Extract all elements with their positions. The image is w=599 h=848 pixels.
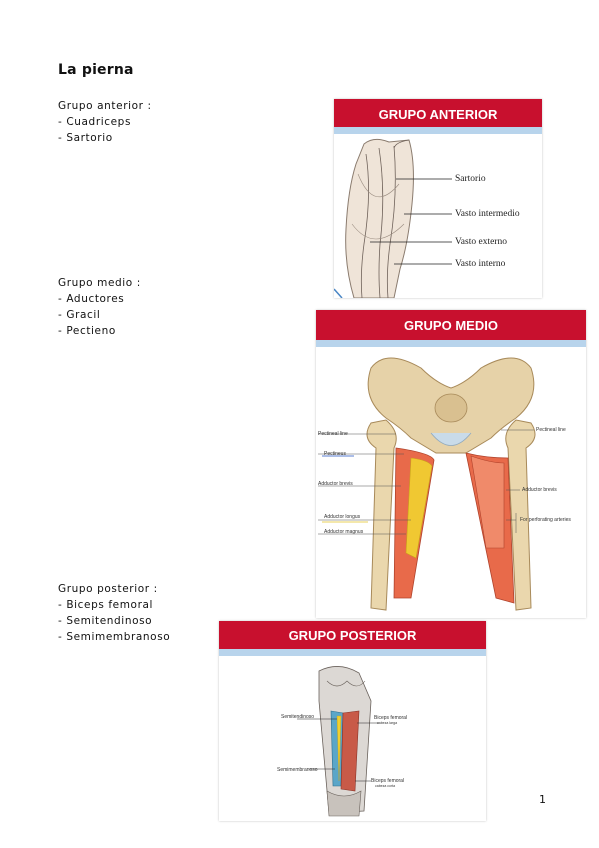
thigh-medial-illustration [318,357,536,611]
list-item: Pectieno [58,323,141,339]
list-item: Biceps femoral [58,597,170,613]
list-item: Semimembranoso [58,629,170,645]
group-anterior-text: Grupo anterior : Cuadriceps Sartorio [58,98,152,146]
label-pectineal-line-right: Pectineal line [536,427,566,433]
slide-banner: GRUPO ANTERIOR [334,99,542,134]
slide-grupo-medio: GRUPO MEDIO Pectineal line Pectineus Add… [316,310,586,618]
label-adductor-brevis-right: Adductor brevis [522,487,557,493]
slide-grupo-anterior: GRUPO ANTERIOR Sartorio Vasto intermedio… [334,99,542,298]
label-adductor-longus: Adductor longus [324,514,361,520]
group-anterior-heading: Grupo anterior : [58,100,152,112]
label-cabeza-larga: cabeza larga [377,721,398,725]
label-semimembranoso: Semimembranoso [277,767,318,773]
label-vasto-externo: Vasto externo [455,237,507,247]
slide-grupo-posterior: GRUPO POSTERIOR Semitendinoso Semimembra… [219,621,486,821]
label-biceps-femoral-corta: Biceps femoral [371,778,405,784]
group-posterior-text: Grupo posterior : Biceps femoral Semiten… [58,581,170,645]
page-number: 1 [539,793,546,806]
thigh-anterior-illustration [334,138,452,298]
page-title: La pierna [58,62,134,78]
label-pectineus: Pectineus [324,451,346,457]
label-adductor-magnus: Adductor magnus [324,529,364,535]
label-perforating-arteries: For perforating arteries [520,517,571,523]
list-item: Aductores [58,291,141,307]
label-cabeza-corta: cabeza corta [375,784,396,788]
thigh-posterior-illustration [297,666,379,817]
list-item: Sartorio [58,130,152,146]
group-medio-text: Grupo medio : Aductores Gracil Pectieno [58,275,141,339]
slide-banner: GRUPO POSTERIOR [219,621,486,656]
group-posterior-heading: Grupo posterior : [58,583,158,595]
slide-banner: GRUPO MEDIO [316,310,586,347]
label-vasto-interno: Vasto interno [455,259,506,269]
label-pectineal-line-left: Pectineal line [318,431,348,437]
list-item: Gracil [58,307,141,323]
group-medio-heading: Grupo medio : [58,277,141,289]
label-sartorio: Sartorio [455,174,486,184]
label-biceps-femoral-larga: Biceps femoral [374,715,408,721]
label-vasto-intermedio: Vasto intermedio [455,209,520,219]
label-semitendinoso: Semitendinoso [281,714,315,720]
label-adductor-brevis-left: Adductor brevis [318,481,353,487]
list-item: Cuadriceps [58,114,152,130]
list-item: Semitendinoso [58,613,170,629]
